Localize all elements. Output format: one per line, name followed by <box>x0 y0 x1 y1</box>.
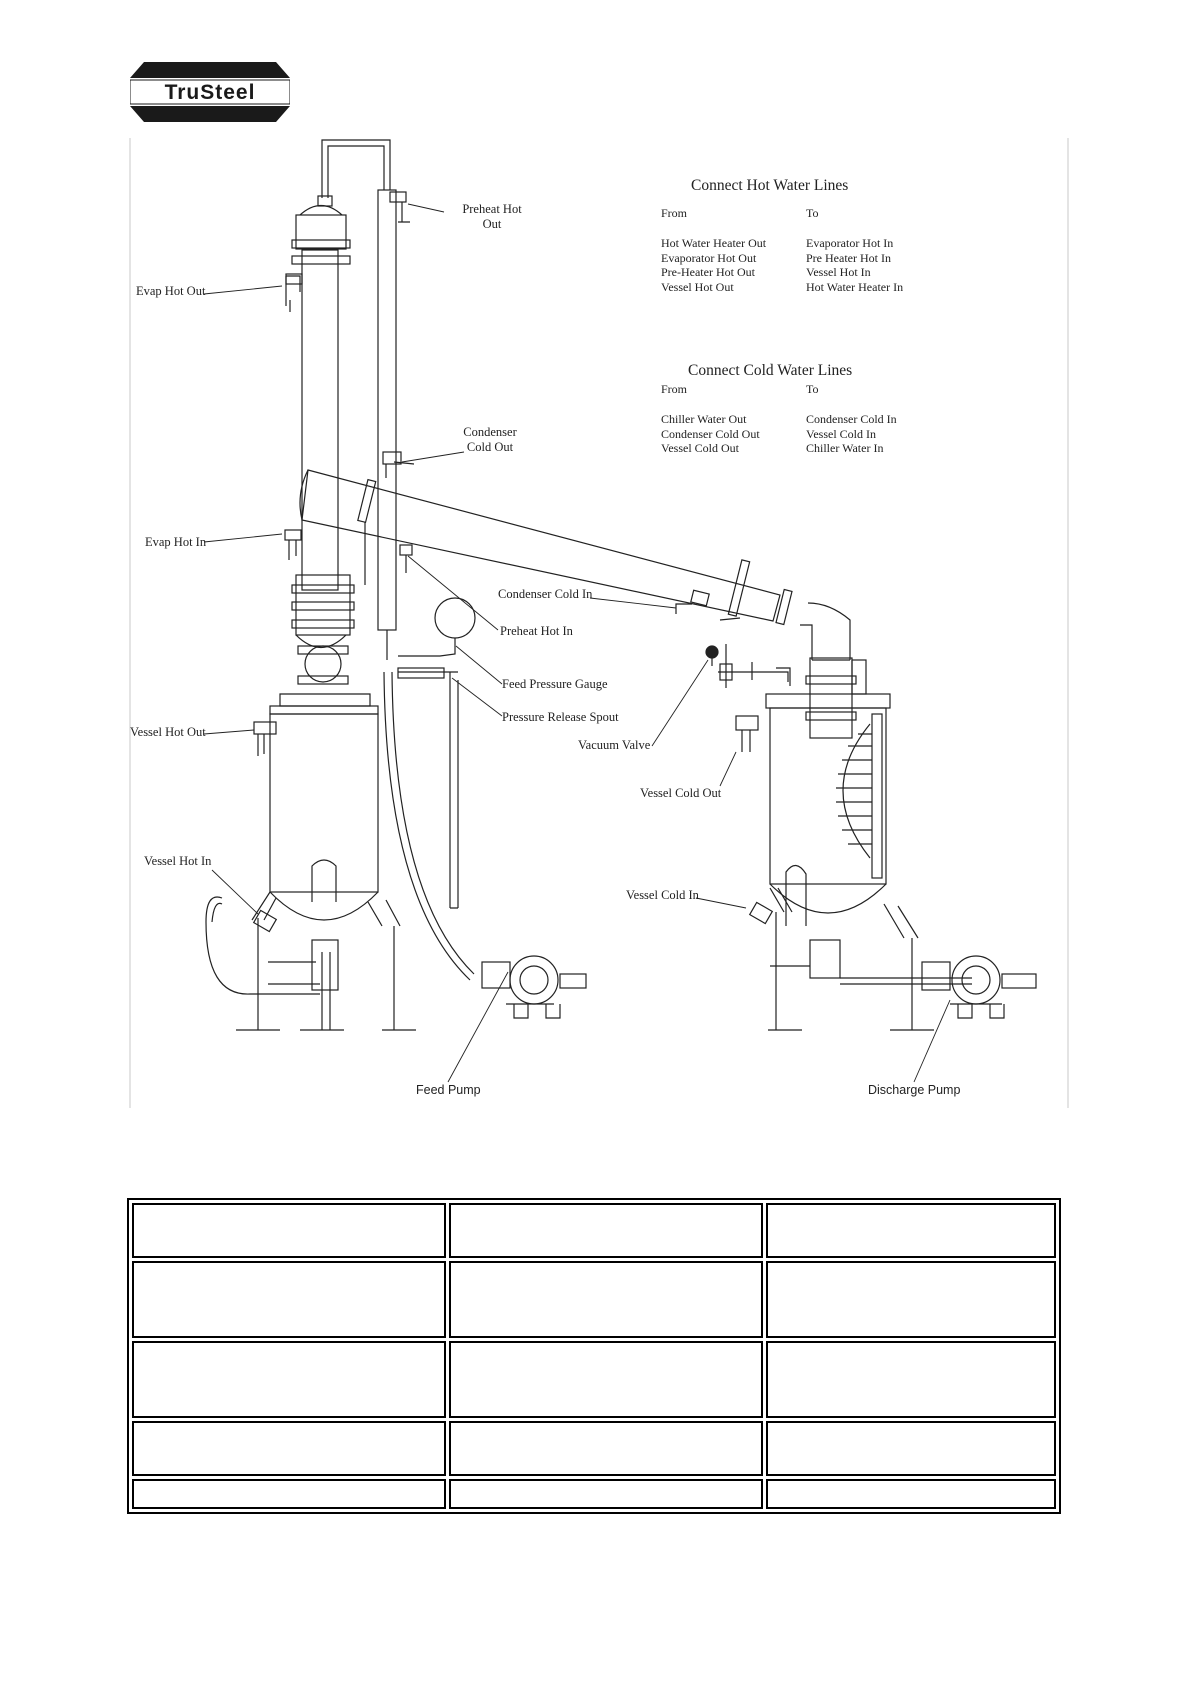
table-cell <box>449 1420 763 1476</box>
label-evap-hot-in: Evap Hot In <box>145 535 207 549</box>
hot-to-item: Hot Water Heater In <box>806 279 904 294</box>
hot-to-list: Evaporator Hot In Pre Heater Hot In Vess… <box>806 236 903 294</box>
trusteel-logo: TruSteel <box>130 62 290 122</box>
table-cell <box>132 1478 446 1509</box>
label-preheat-hot-out: Preheat Hot Out <box>462 202 522 231</box>
label-condenser-cold-out: Condenser Cold Out <box>463 425 517 454</box>
cold-from-list: Chiller Water Out Condenser Cold Out Ves… <box>661 412 760 456</box>
hot-from-list: Hot Water Heater Out Evaporator Hot Out … <box>661 236 766 294</box>
label-discharge-pump: Discharge Pump <box>868 1083 961 1097</box>
hot-from-header: From <box>661 206 688 220</box>
right-vessel <box>765 693 972 1031</box>
hot-to-item: Evaporator Hot In <box>806 236 894 250</box>
table-cell <box>766 1478 1056 1509</box>
label-preheat-hot-in: Preheat Hot In <box>500 624 573 638</box>
table-cell <box>132 1420 446 1476</box>
vacuum-valve <box>705 645 719 659</box>
table-row <box>132 1420 1056 1476</box>
cold-lines-title: Connect Cold Water Lines <box>688 362 853 379</box>
label-feed-pump: Feed Pump <box>416 1083 481 1097</box>
hot-from-item: Evaporator Hot Out <box>661 250 757 265</box>
table-cell <box>766 1203 1056 1258</box>
table-row <box>132 1340 1056 1418</box>
table-row <box>132 1260 1056 1338</box>
feed-pressure-gauge <box>434 597 476 639</box>
discharge-pump <box>921 955 1037 1019</box>
table-cell <box>132 1260 446 1338</box>
cold-to-item: Chiller Water In <box>806 441 884 456</box>
label-vessel-hot-out: Vessel Hot Out <box>130 725 206 739</box>
evaporator-column <box>291 139 391 649</box>
preheater-column <box>377 189 397 660</box>
cold-from-header: From <box>661 382 688 396</box>
table-cell <box>449 1340 763 1418</box>
table-cell <box>132 1203 446 1258</box>
label-vessel-cold-in: Vessel Cold In <box>626 888 699 902</box>
table-cell <box>449 1203 763 1258</box>
feed-pump <box>481 955 587 1019</box>
label-condenser-cold-in: Condenser Cold In <box>498 587 593 601</box>
cold-from-item: Vessel Cold Out <box>661 441 739 456</box>
cold-to-item: Condenser Cold In <box>806 412 897 426</box>
cold-to-header: To <box>806 382 819 396</box>
hot-to-item: Pre Heater Hot In <box>806 250 891 265</box>
table-cell <box>132 1340 446 1418</box>
table-cell <box>449 1478 763 1509</box>
label-vessel-cold-out: Vessel Cold Out <box>640 786 722 800</box>
table-cell <box>766 1340 1056 1418</box>
hot-from-item: Hot Water Heater Out <box>661 236 767 250</box>
table-cell <box>766 1420 1056 1476</box>
cold-to-list: Condenser Cold In Vessel Cold In Chiller… <box>806 412 897 456</box>
table-cell <box>449 1260 763 1338</box>
cold-from-item: Condenser Cold Out <box>661 426 760 441</box>
empty-grid-table <box>127 1198 1061 1514</box>
evap-hot-out-fitting <box>285 275 301 312</box>
cold-from-item: Chiller Water Out <box>661 412 747 426</box>
label-vessel-hot-in: Vessel Hot In <box>144 854 212 868</box>
left-vessel <box>205 705 416 1031</box>
condenser-tube <box>299 469 857 739</box>
label-vacuum-valve: Vacuum Valve <box>578 738 651 752</box>
table-row <box>132 1478 1056 1509</box>
cold-to-item: Vessel Cold In <box>806 426 876 441</box>
logo-text: TruSteel <box>165 81 256 104</box>
hot-from-item: Pre-Heater Hot Out <box>661 265 755 280</box>
hot-from-item: Vessel Hot Out <box>661 279 734 294</box>
label-evap-hot-out: Evap Hot Out <box>136 284 206 298</box>
label-feed-pressure-gauge: Feed Pressure Gauge <box>502 677 608 691</box>
label-pressure-release-spout: Pressure Release Spout <box>502 710 619 724</box>
table-row <box>132 1203 1056 1258</box>
hot-to-item: Vessel Hot In <box>806 265 871 280</box>
equipment-diagram <box>129 138 1069 1108</box>
hot-lines-title: Connect Hot Water Lines <box>691 177 849 194</box>
hot-to-header: To <box>806 206 819 220</box>
table-cell <box>766 1260 1056 1338</box>
